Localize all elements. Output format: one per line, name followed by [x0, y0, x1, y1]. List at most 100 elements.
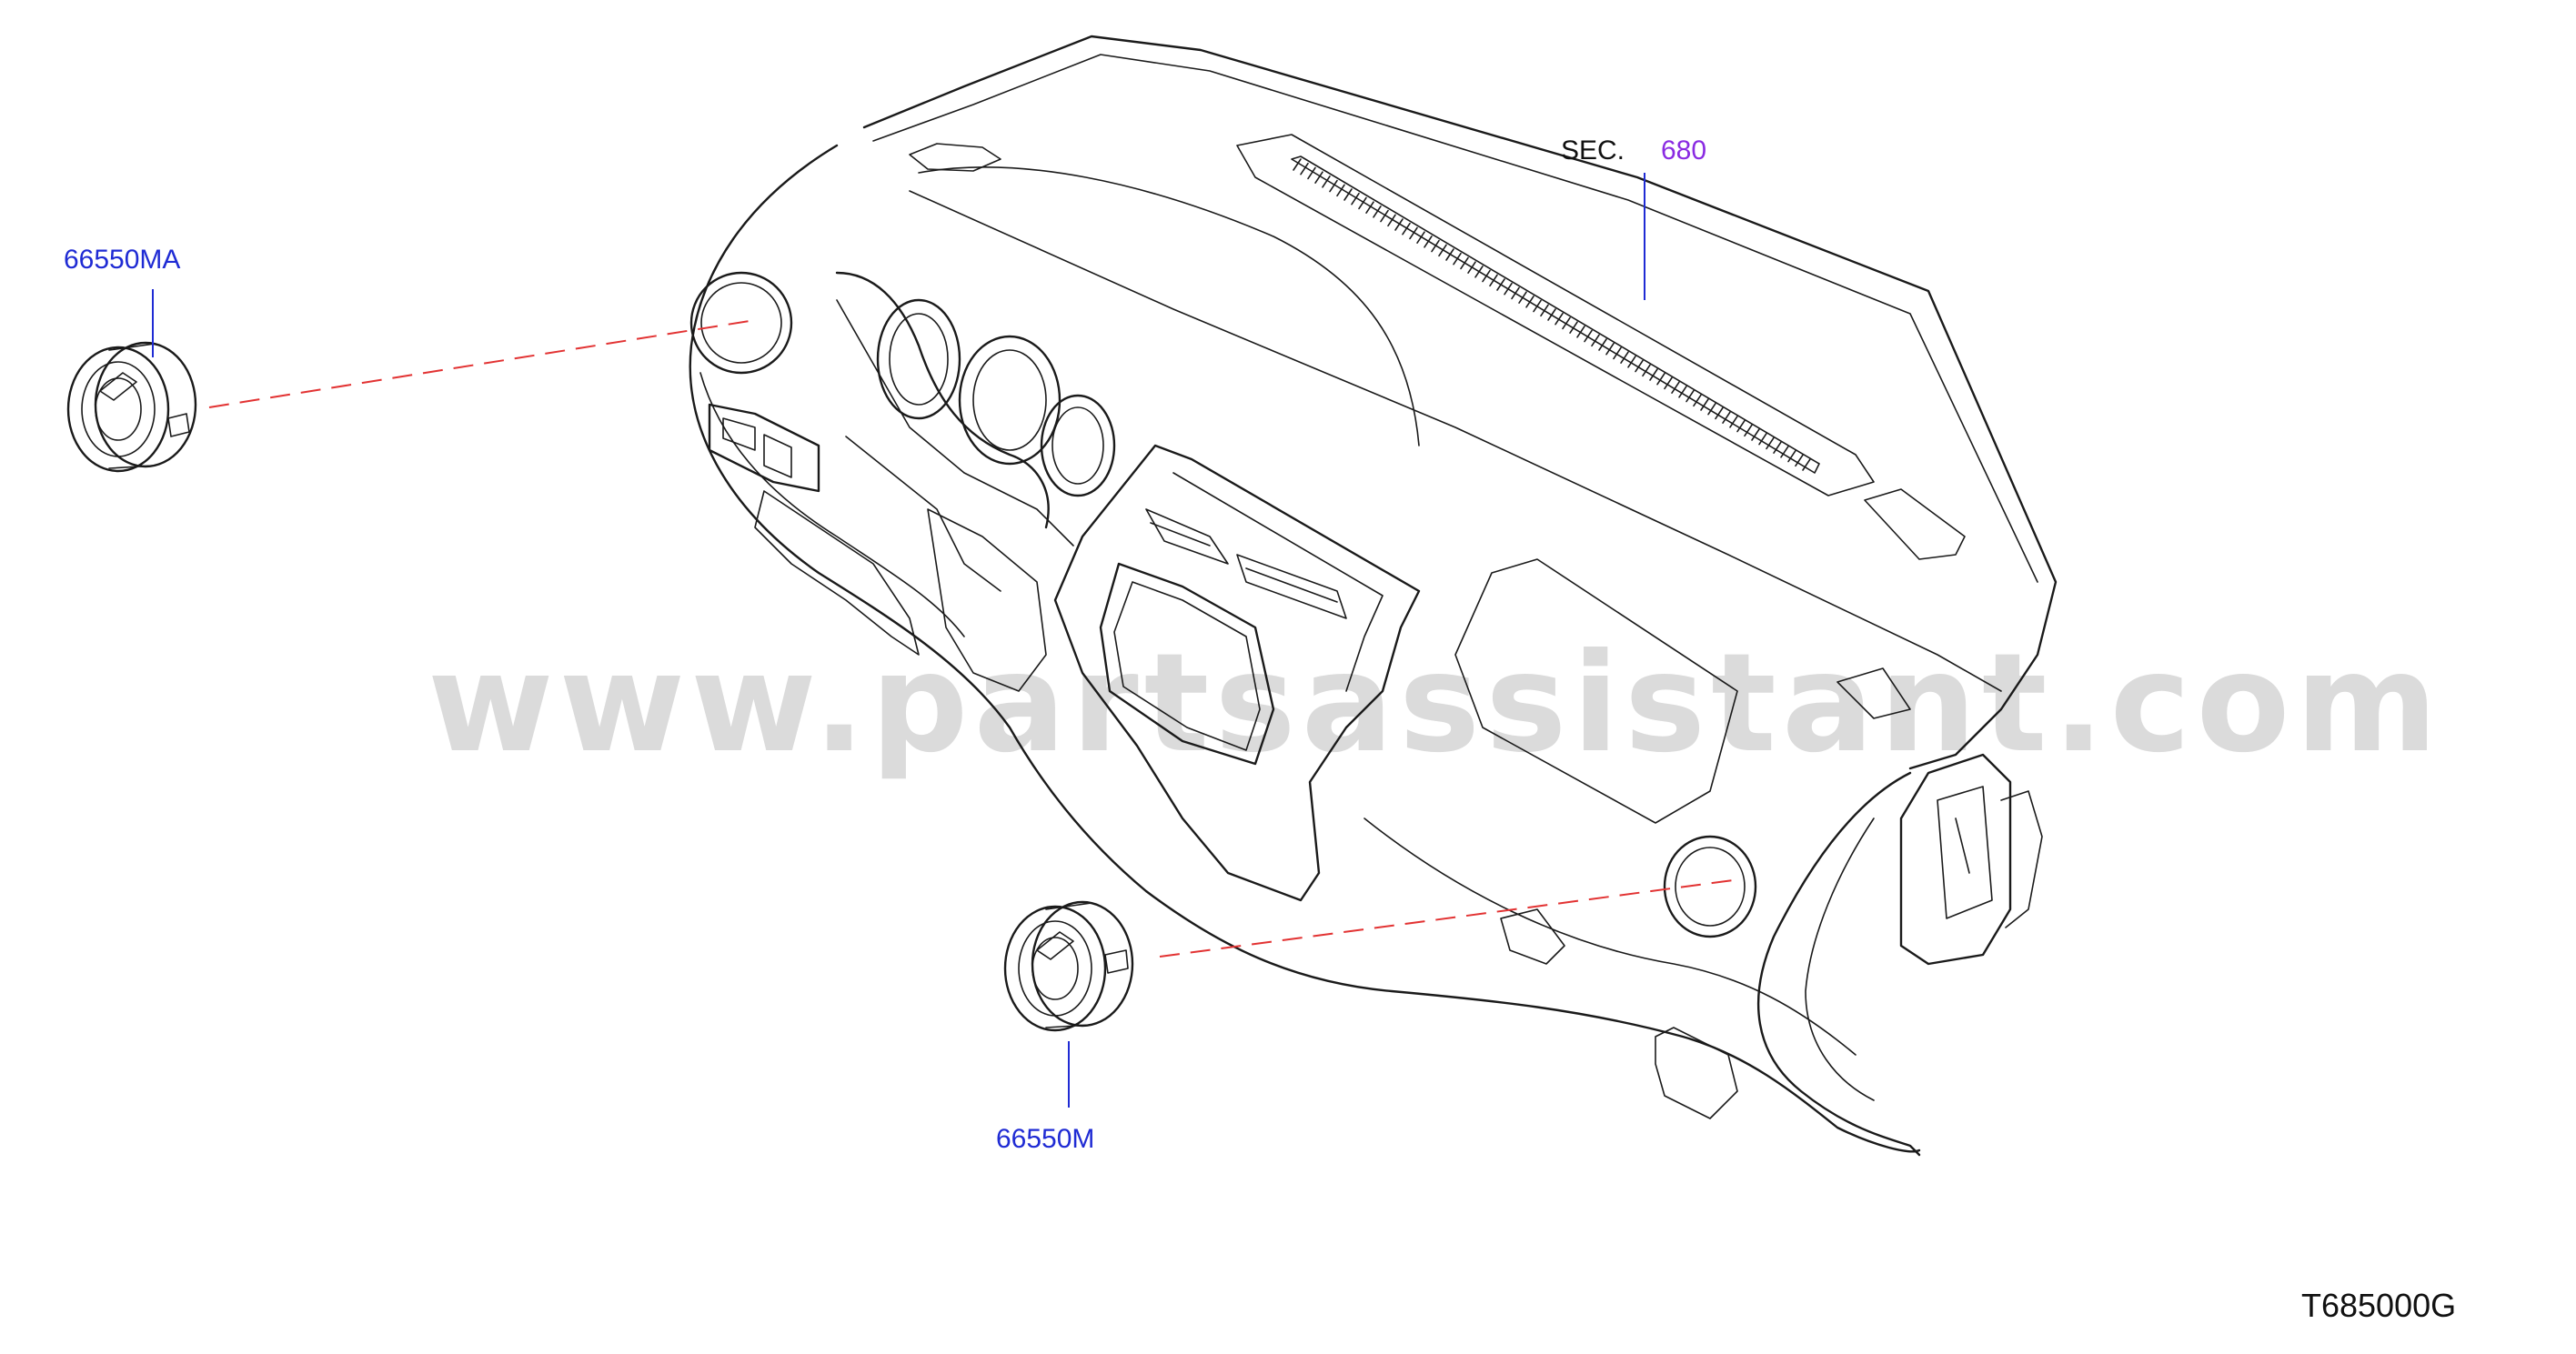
grille-slat: [1715, 406, 1724, 420]
grille-slat: [1555, 312, 1564, 326]
grille-slat: [1787, 449, 1796, 463]
top-center-defrost-vent: [909, 143, 1001, 172]
grille-slat: [1678, 386, 1687, 398]
grille-slat: [1445, 248, 1454, 261]
grille-slat: [1773, 441, 1782, 454]
grille-slat: [1649, 368, 1658, 381]
center-stack: [1053, 444, 1421, 902]
grille-slat: [1744, 424, 1753, 437]
figure-code: T685000G: [2301, 1287, 2456, 1324]
grille-slat: [1795, 454, 1804, 467]
grille-slat: [1409, 226, 1418, 240]
callout-sec-prefix: SEC.: [1561, 135, 1625, 165]
grille-slat: [1365, 201, 1374, 214]
bottom-mounting-bracket: [1655, 1027, 1738, 1119]
grille-slat: [1518, 291, 1527, 304]
vent-part-66550M: [1003, 900, 1134, 1032]
grille-slat: [1307, 166, 1316, 180]
passenger-lower-sweep: [1363, 817, 1857, 1056]
lower-center-grille: [1500, 908, 1565, 965]
grille-slat: [1489, 274, 1498, 287]
left-vent-opening-inner: [700, 282, 782, 364]
grille-slat: [1387, 214, 1396, 227]
grille-slat: [1758, 432, 1767, 446]
grille-slat: [1424, 236, 1433, 248]
grille-slat: [1504, 282, 1513, 296]
right-vent-opening: [1663, 835, 1757, 938]
right-lower-edge: [1757, 771, 1921, 1157]
grille-slat: [1671, 381, 1680, 394]
lower-left-bolster: [754, 490, 920, 656]
grille-slat: [1576, 326, 1585, 338]
callout-66550M: 66550M: [996, 1124, 1094, 1154]
grille-slat: [1300, 162, 1309, 176]
grille-slat: [1722, 411, 1731, 424]
grille-slat: [1329, 179, 1338, 193]
grille-slat: [1467, 261, 1476, 274]
grille-slat: [1562, 316, 1571, 330]
center-display-frame: [1099, 562, 1275, 766]
grille-slat: [1358, 196, 1367, 210]
grille-slat: [1700, 398, 1709, 411]
grille-slat: [1685, 389, 1695, 403]
grille-slat: [1482, 269, 1491, 283]
dashed-guide-66550M: [1159, 879, 1734, 958]
grille-slat: [1540, 304, 1549, 317]
grille-slat: [1438, 244, 1447, 257]
grille-slat: [1729, 416, 1738, 428]
grille-slat: [1598, 338, 1607, 351]
grille-slat: [1591, 334, 1600, 347]
passenger-panel-recess: [1454, 558, 1738, 824]
grille-slat: [1766, 436, 1775, 450]
grille-slat: [1380, 209, 1389, 223]
left-switch-panel: [708, 403, 820, 493]
right-end-cap: [1899, 753, 2043, 966]
grille-slat: [1584, 329, 1593, 343]
grille-slat: [1635, 359, 1644, 373]
grille-slat: [1373, 206, 1382, 218]
grille-slat: [1474, 266, 1484, 278]
center-vent-right: [1236, 554, 1347, 619]
grille-slat: [1547, 308, 1556, 321]
grille-slat: [1322, 176, 1331, 188]
grille-slat: [1620, 351, 1629, 364]
grille-slat: [1627, 356, 1636, 368]
grille-slat: [1460, 256, 1469, 270]
grille-slat: [1613, 346, 1622, 360]
instrument-panel-assembly: [689, 35, 2058, 1157]
callout-sec-number[interactable]: 680: [1661, 135, 1706, 165]
grille-slat: [1416, 231, 1425, 244]
top-surface-sweep: [918, 166, 1420, 446]
grille-slat: [1343, 188, 1353, 201]
grille-slat: [1293, 158, 1302, 171]
top-surface-sweep-2: [909, 190, 2002, 692]
grille-slat: [1314, 171, 1323, 184]
defrost-top-edge: [872, 54, 2038, 583]
grille-slat: [1511, 286, 1520, 300]
grille-slat: [1664, 376, 1673, 390]
grille-slat: [1496, 278, 1505, 291]
grille-slat: [1394, 218, 1404, 231]
grille-slat: [1780, 446, 1789, 458]
callout-66550MA: 66550MA: [64, 245, 180, 275]
center-vent-left: [1145, 508, 1229, 565]
right-inner-edge: [1805, 817, 1875, 1101]
grille-slat: [1736, 419, 1746, 433]
grille-slat: [1605, 342, 1615, 356]
grille-slat: [1533, 299, 1542, 313]
vent-part-66550MA: [66, 341, 197, 473]
steering-column-cutout: [927, 508, 1047, 692]
grille-slat: [1802, 458, 1811, 471]
grille-slat: [1453, 252, 1462, 266]
left-vent-opening: [689, 271, 793, 375]
dashboard-left-face: [699, 372, 965, 637]
defrost-grille: [1236, 134, 1875, 496]
grille-slat: [1751, 428, 1760, 441]
dashboard-front-outline: [689, 144, 1921, 1153]
grille-slat: [1351, 192, 1360, 206]
dashboard-top-contour: [862, 35, 2058, 770]
dashed-guide-66550MA: [208, 319, 756, 408]
grille-slat: [1525, 296, 1535, 308]
instrument-cluster-hood: [835, 271, 1116, 592]
